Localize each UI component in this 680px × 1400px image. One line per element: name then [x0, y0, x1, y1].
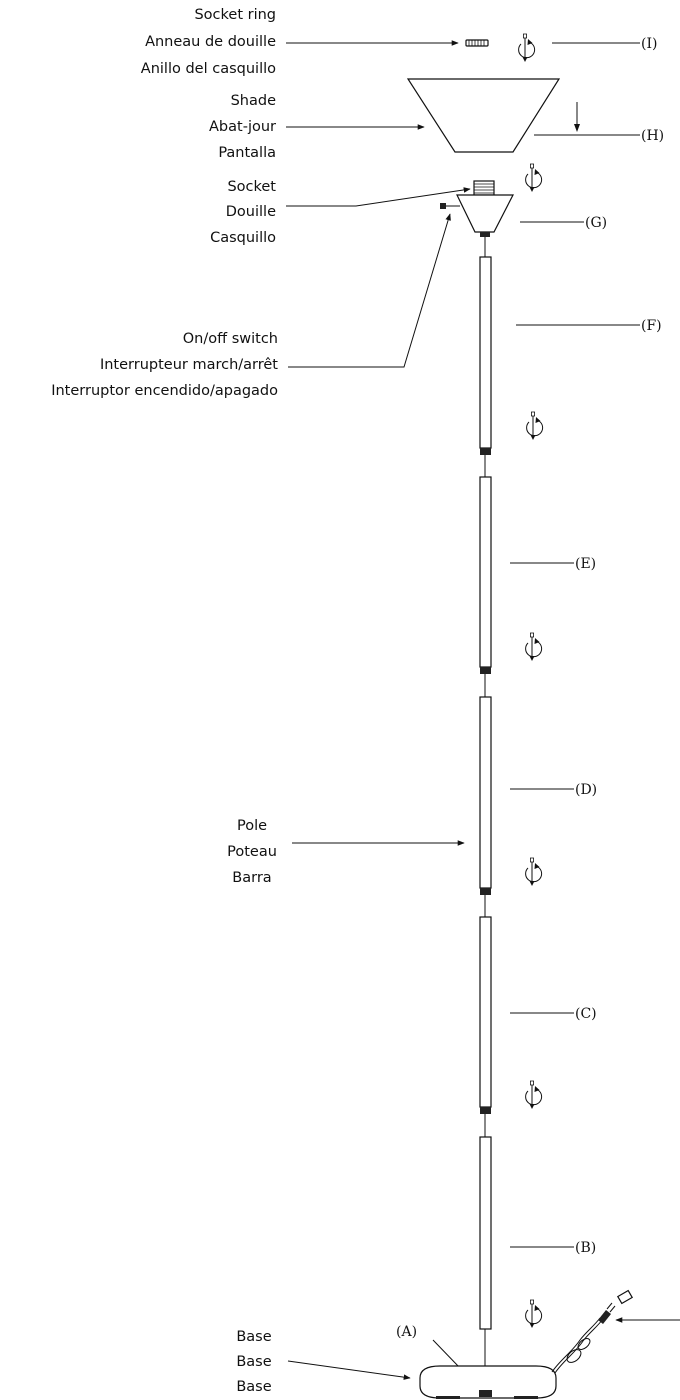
socket-ring-label-es: Anillo del casquillo	[141, 61, 276, 77]
part-i-letter: (I)	[641, 36, 657, 52]
base-label-fr: Base	[236, 1354, 271, 1370]
part-b-letter: (B)	[575, 1240, 596, 1256]
part-f-letter: (F)	[641, 318, 662, 334]
pole-segment-d	[479, 696, 492, 917]
pole-segment-f	[479, 237, 492, 477]
shade-part	[406, 78, 561, 153]
pole-label: Pole Poteau Barra	[227, 818, 277, 886]
switch-label: On/off switch Interrupteur march/arrêt I…	[51, 331, 278, 399]
rotate-icon-socket-ring	[518, 33, 536, 63]
pole-segment-b	[479, 1136, 492, 1392]
part-c-letter: (C)	[575, 1006, 597, 1022]
rotate-icon-f	[526, 411, 544, 441]
socket-ring-label: Socket ring Anneau de douille Anillo del…	[141, 7, 276, 77]
shade-label-es: Pantalla	[218, 145, 276, 161]
base-part	[419, 1365, 557, 1399]
rotate-icon-c	[525, 1080, 543, 1110]
part-d-letter: (D)	[575, 782, 597, 798]
pole-label-fr: Poteau	[227, 844, 277, 860]
socket-leader-arrow	[286, 187, 471, 207]
socket-label-es: Casquillo	[210, 230, 276, 246]
part-e-letter: (E)	[575, 556, 596, 572]
socket-label-en: Socket	[227, 179, 276, 195]
shade-label-fr: Abat-jour	[209, 119, 276, 135]
down-arrow-icon	[574, 102, 580, 132]
base-label: Base Base Base	[236, 1329, 271, 1395]
rotate-icon-shade	[525, 163, 543, 193]
power-cord	[551, 1317, 604, 1374]
socket-ring-label-en: Socket ring	[194, 7, 276, 23]
part-g-letter: (G)	[585, 215, 607, 231]
pole-segment-e	[479, 476, 492, 697]
shade-label-en: Shade	[231, 93, 276, 109]
base-leader-arrow	[287, 1360, 411, 1380]
switch-label-es: Interruptor encendido/apagado	[51, 383, 278, 399]
socket-ring-part	[465, 39, 489, 47]
socket-ring-label-fr: Anneau de douille	[145, 34, 276, 50]
socket-label-fr: Douille	[226, 204, 276, 220]
pole-label-es: Barra	[232, 870, 271, 886]
part-a-letter: (A)	[396, 1324, 417, 1340]
switch-part	[440, 203, 460, 209]
rotate-icon-e	[525, 632, 543, 662]
socket-part	[456, 180, 514, 237]
rotate-icon-d	[525, 857, 543, 887]
pole-label-en: Pole	[237, 818, 267, 834]
part-a-leader	[432, 1339, 461, 1369]
base-label-en: Base	[236, 1329, 271, 1345]
switch-label-en: On/off switch	[183, 331, 278, 347]
switch-leader-arrow	[288, 213, 451, 368]
shade-label: Shade Abat-jour Pantalla	[209, 93, 276, 161]
part-h-letter: (H)	[641, 128, 664, 144]
pole-segment-c	[479, 916, 492, 1137]
switch-label-fr: Interrupteur march/arrêt	[100, 357, 278, 373]
socket-label: Socket Douille Casquillo	[210, 179, 276, 246]
plug-icon	[598, 1289, 634, 1324]
base-label-es: Base	[236, 1379, 271, 1395]
rotate-icon-b	[525, 1299, 543, 1329]
